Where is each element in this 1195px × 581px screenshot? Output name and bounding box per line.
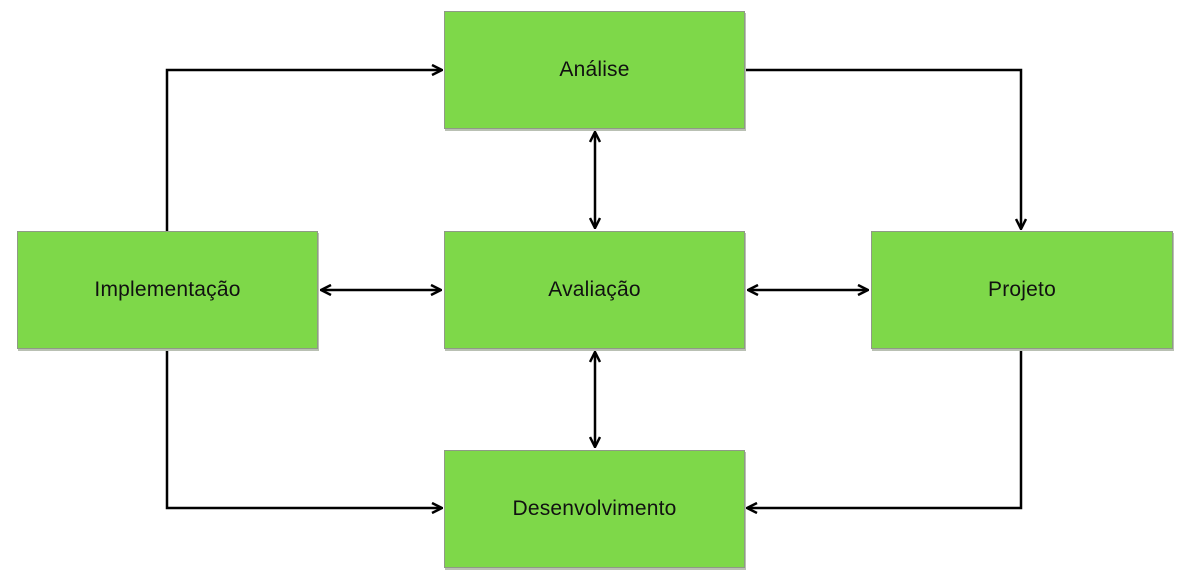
- node-label-desenvolvimento: Desenvolvimento: [512, 497, 677, 520]
- node-label-projeto: Projeto: [988, 278, 1056, 301]
- edge-analise-to-projeto: [745, 68, 1021, 228]
- node-label-implementacao: Implementação: [94, 278, 241, 301]
- node-label-avaliacao: Avaliação: [548, 278, 641, 301]
- node-analise: Análise: [444, 11, 745, 129]
- node-avaliacao: Avaliação: [444, 231, 745, 349]
- node-projeto: Projeto: [871, 231, 1173, 349]
- edge-implementacao-to-desenvolvimento: [165, 349, 441, 508]
- edge-implementacao-to-analise: [165, 70, 441, 231]
- node-label-analise: Análise: [559, 58, 630, 81]
- edge-projeto-to-desenvolvimento: [748, 349, 1023, 508]
- node-implementacao: Implementação: [17, 231, 318, 349]
- node-desenvolvimento: Desenvolvimento: [444, 450, 745, 568]
